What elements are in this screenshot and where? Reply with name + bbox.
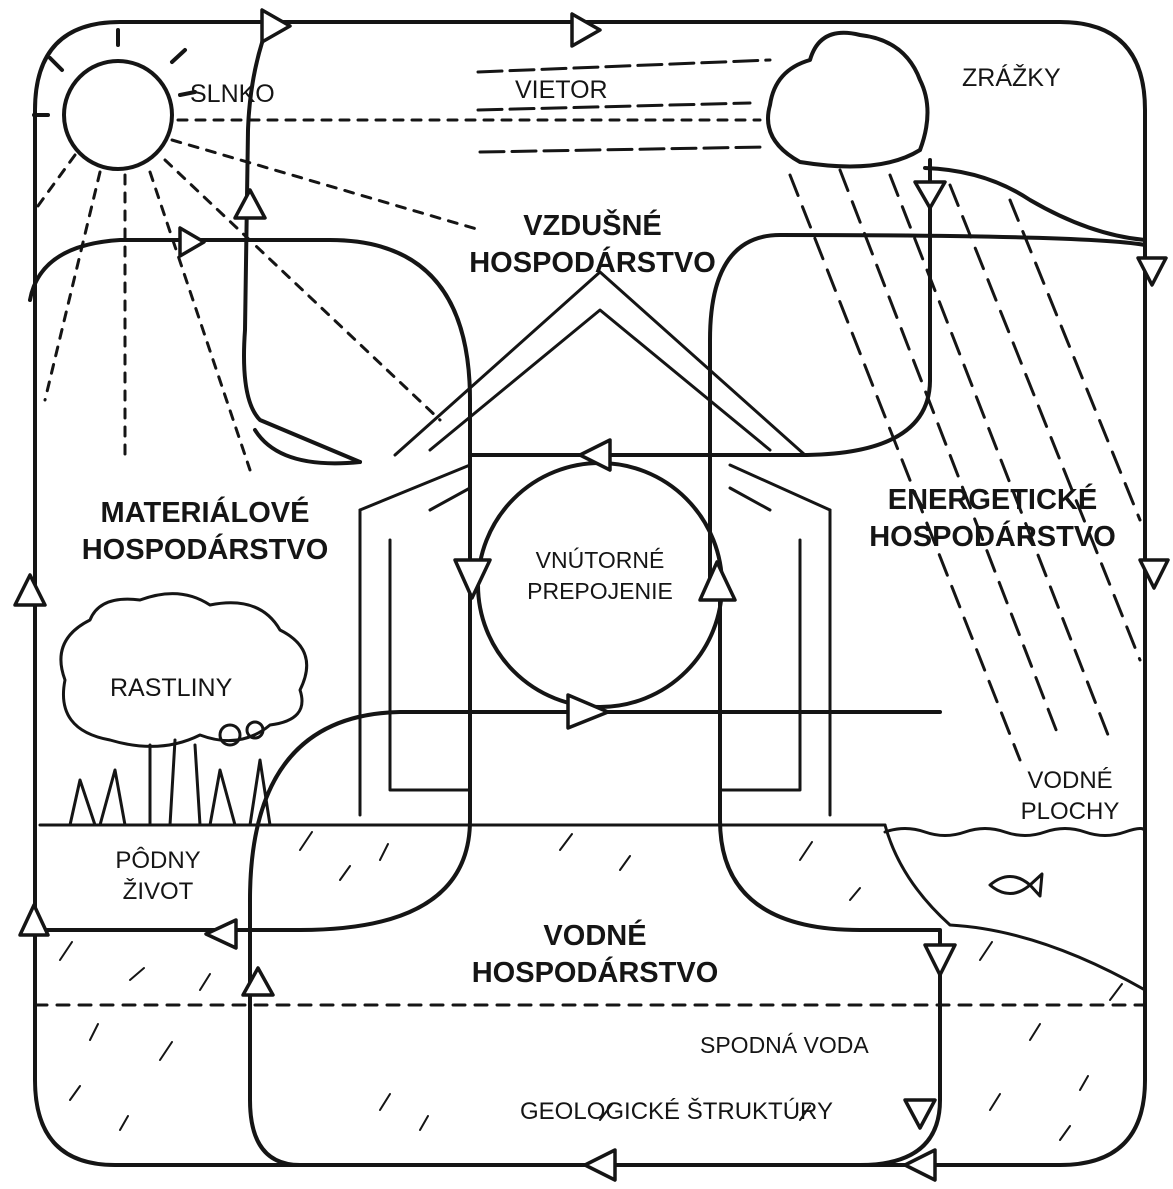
arrow-icon — [206, 920, 236, 948]
energy-economy-title: ENERGETICKÉ HOSPODÁRSTVO — [835, 482, 1150, 556]
energy-economy-line-2: HOSPODÁRSTVO — [835, 519, 1150, 556]
geology-label: GEOLOGICKÉ ŠTRUKTÚRY — [520, 1098, 833, 1126]
material-economy-line-2: HOSPODÁRSTVO — [45, 532, 365, 569]
water-surfaces-label: VODNÉ PLOCHY — [1005, 765, 1135, 827]
plants-label: RASTLINY — [110, 674, 232, 703]
sun-icon — [34, 30, 195, 169]
water-surfaces-line-1: VODNÉ — [1005, 765, 1135, 796]
house-outline — [360, 272, 830, 815]
arrow-icon — [925, 945, 955, 975]
arrow-icon — [700, 562, 735, 600]
water-economy-title: VODNÉ HOSPODÁRSTVO — [430, 918, 760, 992]
water-economy-line-2: HOSPODÁRSTVO — [430, 955, 760, 992]
arrow-icon — [243, 968, 273, 995]
air-economy-line-2: HOSPODÁRSTVO — [430, 245, 755, 282]
arrow-icon — [585, 1150, 615, 1180]
fish-icon — [990, 874, 1042, 896]
arrow-icon — [572, 14, 600, 46]
inner-link-label: VNÚTORNÉ PREPOJENIE — [500, 545, 700, 607]
inner-link-line-1: VNÚTORNÉ — [500, 545, 700, 576]
air-economy-title: VZDUŠNÉ HOSPODÁRSTVO — [430, 208, 755, 282]
material-economy-line-1: MATERIÁLOVÉ — [45, 495, 365, 532]
water-surfaces-line-2: PLOCHY — [1005, 796, 1135, 827]
inner-link-line-2: PREPOJENIE — [500, 576, 700, 607]
soil-life-line-1: PÔDNY — [88, 845, 228, 876]
arrow-icon — [235, 190, 265, 218]
soil-life-line-2: ŽIVOT — [88, 876, 228, 907]
arrow-icon — [568, 695, 608, 728]
energy-economy-line-1: ENERGETICKÉ — [835, 482, 1150, 519]
sun-label: SLNKO — [190, 80, 275, 109]
groundwater-label: SPODNÁ VODA — [700, 1032, 869, 1059]
lake-bed — [885, 825, 1145, 990]
arrow-icon — [905, 1100, 935, 1128]
wind-lines — [478, 60, 770, 152]
arrow-icon — [262, 10, 290, 42]
water-surface — [885, 829, 1145, 836]
arrow-icon — [1138, 258, 1166, 285]
arrow-icon — [915, 182, 945, 208]
wind-label: VIETOR — [515, 76, 608, 105]
arrow-icon — [180, 228, 204, 256]
soil-life-label: PÔDNY ŽIVOT — [88, 845, 228, 907]
cloud-icon — [768, 33, 928, 167]
arrow-icon — [15, 575, 45, 605]
material-economy-title: MATERIÁLOVÉ HOSPODÁRSTVO — [45, 495, 365, 569]
rain-lines — [790, 170, 1140, 760]
air-economy-line-1: VZDUŠNÉ — [430, 208, 755, 245]
arrow-icon — [20, 905, 48, 935]
water-economy-line-1: VODNÉ — [430, 918, 760, 955]
sun-rays — [35, 120, 760, 470]
arrow-icon — [455, 560, 490, 598]
precipitation-label: ZRÁŽKY — [962, 64, 1061, 93]
